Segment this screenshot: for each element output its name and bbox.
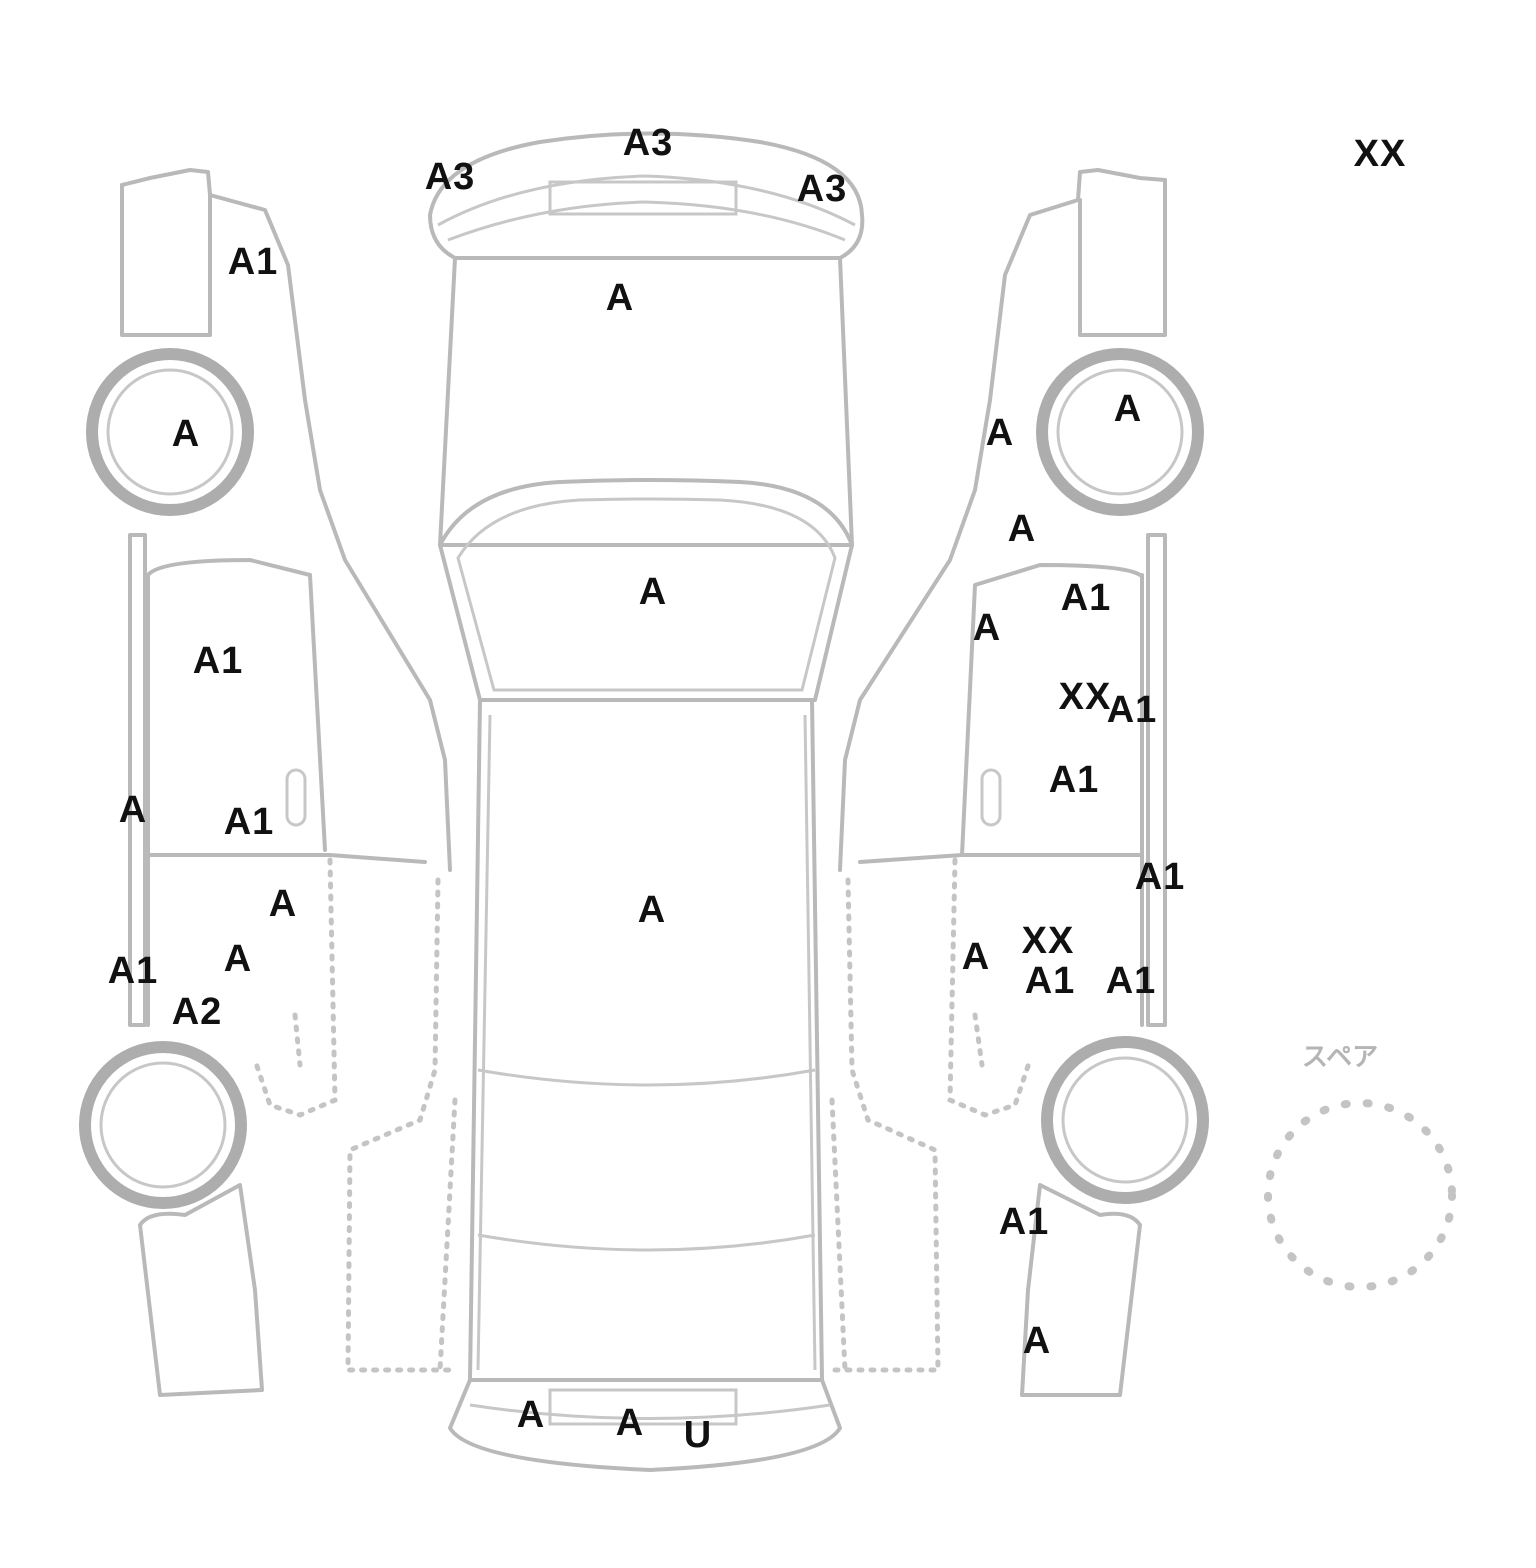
code-right-rear-door-3: A1: [1024, 960, 1076, 1002]
code-right-rear-door-2: XX: [1021, 920, 1075, 962]
code-right-rear-door-4: A1: [1105, 960, 1157, 1002]
code-front-bumper-right: A3: [796, 168, 848, 210]
code-right-rocker: A1: [1134, 856, 1186, 898]
code-rear-bumper-2: A: [615, 1402, 645, 1444]
code-left-rear-door-2: A: [223, 938, 253, 980]
code-right-rear-quarter: A1: [998, 1201, 1050, 1243]
code-right-front-fender-lower: A: [1007, 508, 1037, 550]
code-hood: A: [605, 277, 635, 319]
spare-label: スペア: [1301, 1042, 1379, 1073]
spare-tire-outline: [1264, 1099, 1456, 1291]
code-left-front-door-lower: A1: [223, 801, 275, 843]
code-left-rear-door-3: A1: [107, 950, 159, 992]
code-right-rear-corner: A: [1022, 1320, 1052, 1362]
code-right-front-door-4: A1: [1106, 689, 1158, 731]
code-right-front-pillar: A: [985, 412, 1015, 454]
code-roof: A: [637, 889, 667, 931]
code-left-front-fender: A1: [227, 241, 279, 283]
car-top-view: [428, 131, 865, 1472]
code-front-bumper-center: A3: [622, 122, 674, 164]
car-left-side-view: [79, 168, 458, 1397]
code-right-front-door-5: A1: [1048, 759, 1100, 801]
code-right-front-wheel: A: [1113, 388, 1143, 430]
code-left-rocker: A: [118, 789, 148, 831]
code-left-rear-door-1: A: [268, 883, 298, 925]
code-rear-bumper-1: A: [516, 1394, 546, 1436]
code-left-front-wheel: A: [171, 413, 201, 455]
code-right-front-door-3: XX: [1058, 676, 1112, 718]
code-top-right-extra: XX: [1353, 133, 1407, 175]
code-left-rear-quarter: A2: [171, 991, 223, 1033]
car-right-side-view: [827, 168, 1209, 1397]
code-front-bumper-left: A3: [424, 156, 476, 198]
code-right-front-door-1: A1: [1060, 577, 1112, 619]
code-left-front-door: A1: [192, 640, 244, 682]
code-windshield: A: [638, 571, 668, 613]
code-right-front-door-2: A: [972, 607, 1002, 649]
code-right-rear-door-1: A: [961, 936, 991, 978]
code-rear-bumper-3: U: [683, 1414, 713, 1456]
